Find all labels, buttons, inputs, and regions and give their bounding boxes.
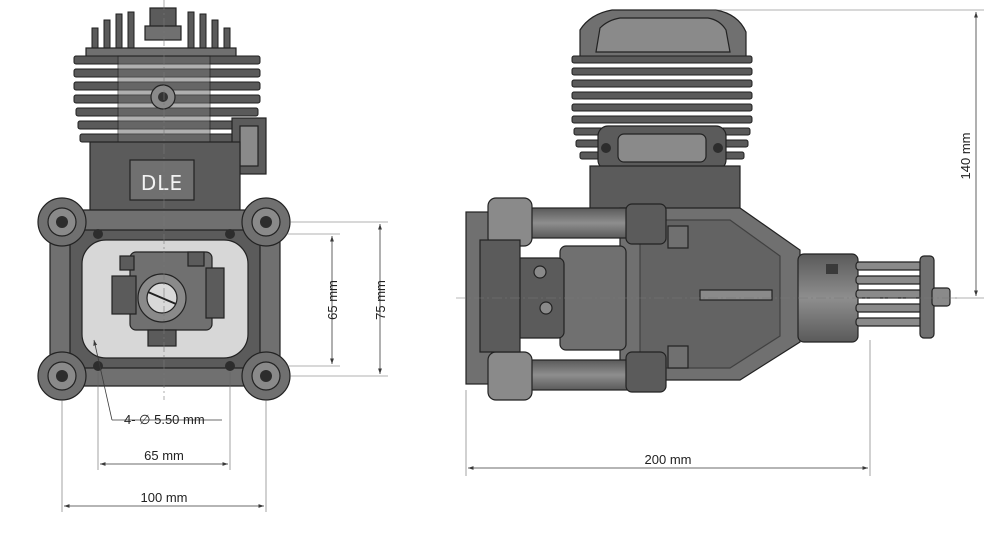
dim-front-65-vertical-label: 65 mm [325,280,340,320]
dim-front-65-horizontal: 65 mm [97,372,231,470]
front-spark-plug [144,7,182,41]
side-view: 140 mm 200 mm [456,9,984,476]
side-exhaust-port [597,125,727,171]
dim-side-200-horizontal: 200 mm [465,340,871,476]
dim-front-100-horizontal: 100 mm [61,400,267,512]
dim-front-75-vertical: 75 mm [290,221,388,377]
dim-front-hole-callout-label: 4- ∅ 5.50 mm [124,412,205,427]
front-crankcase: DLE [89,141,241,217]
side-crankcase [619,207,801,381]
dim-front-hole-callout: 4- ∅ 5.50 mm [93,339,222,427]
front-carburetor [111,251,225,347]
side-head-cap [579,9,747,61]
dim-front-65-horizontal-label: 65 mm [144,448,184,463]
side-cylinder-base [589,165,741,211]
front-view: DLE [37,0,388,512]
dim-side-140-vertical: 140 mm [700,9,984,299]
dim-side-200-label: 200 mm [645,452,692,467]
dle-logo: DLE [141,171,183,195]
side-mount-standoffs [519,203,689,393]
dim-side-140-label: 140 mm [958,133,973,180]
front-mounting-holes [93,229,235,371]
front-corner-bosses [37,197,291,401]
dim-front-75-vertical-label: 75 mm [373,280,388,320]
side-prop-bolts [855,255,951,339]
dim-front-65-vertical: 65 mm [282,233,340,367]
dim-front-100-horizontal-label: 100 mm [141,490,188,505]
